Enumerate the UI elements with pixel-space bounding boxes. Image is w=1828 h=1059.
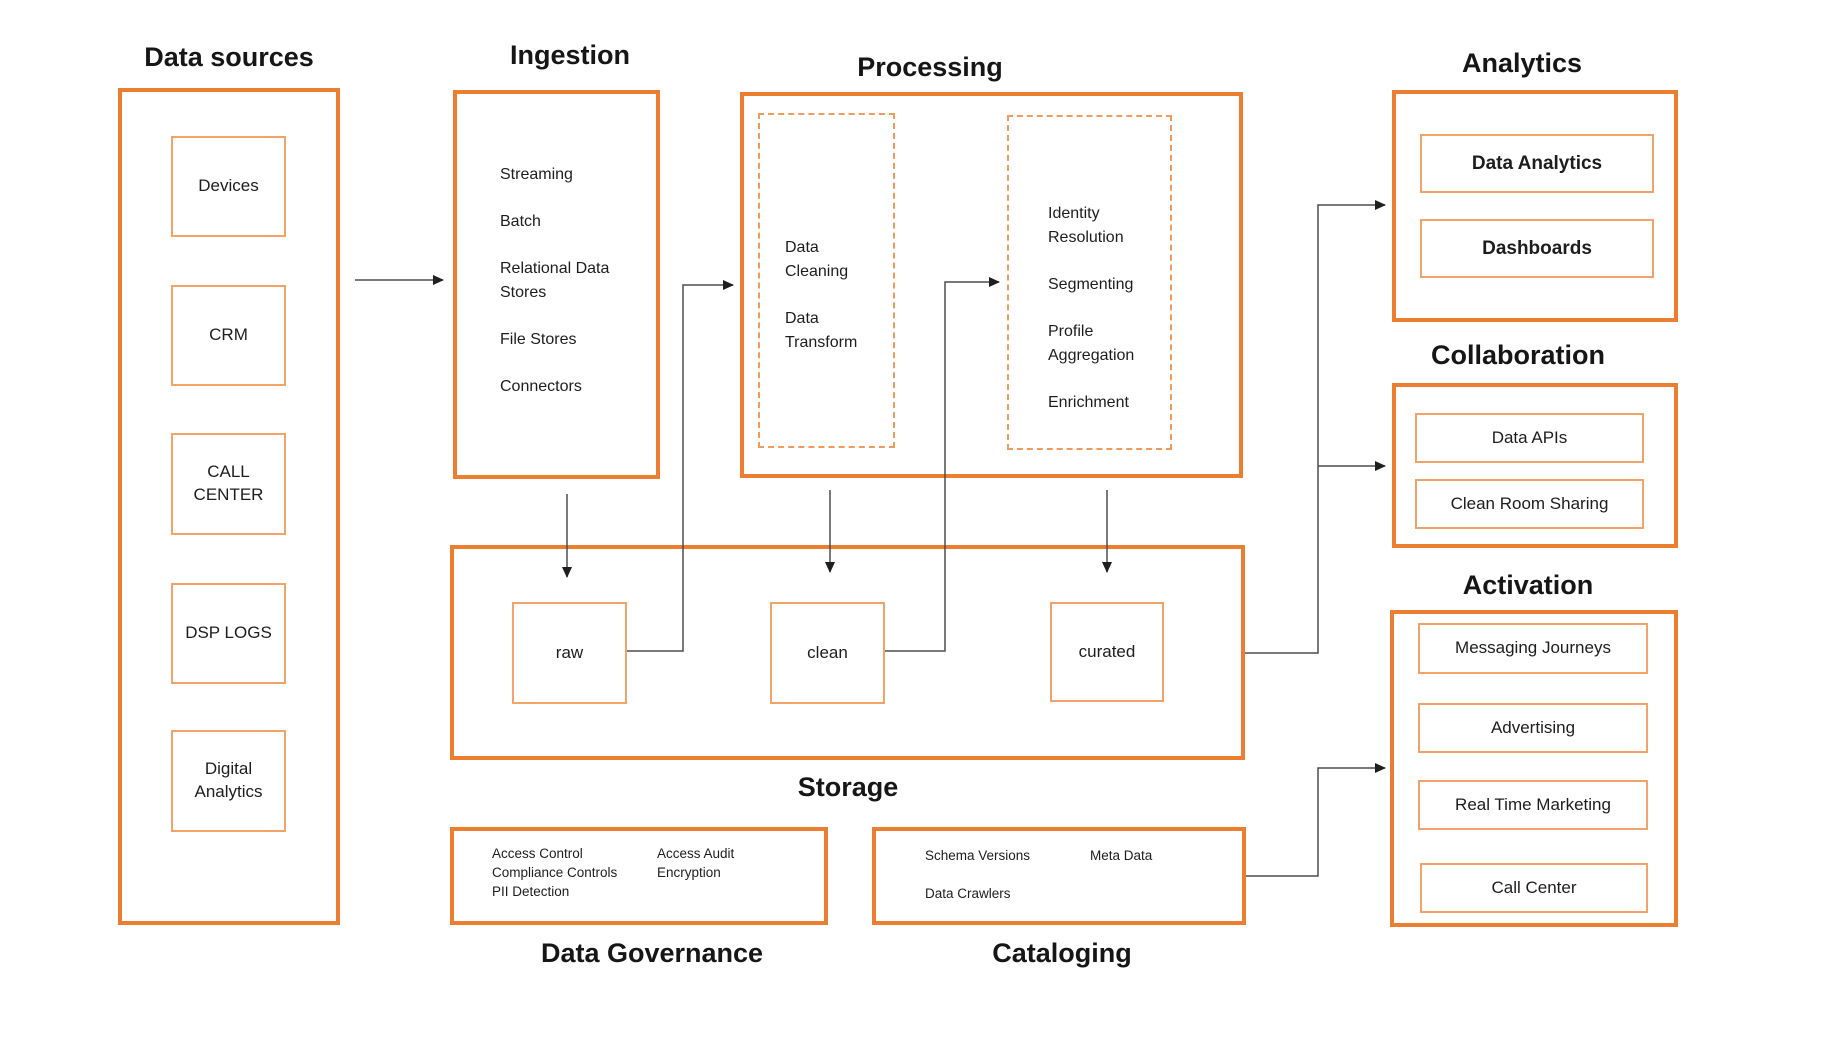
- section-title-collaboration: Collaboration: [1431, 340, 1605, 370]
- processing-cleaning-transform-group: [758, 113, 895, 448]
- data-sources-item-digital-analytics: Digital Analytics: [171, 730, 286, 832]
- processing-item-data-transform: Data Transform: [785, 310, 858, 351]
- arrow-cataloging-to-activation: [1246, 763, 1386, 877]
- data-governance-box: [450, 827, 828, 925]
- arrow-storage-to-analytics: [1245, 200, 1386, 654]
- section-title-activation: Activation: [1462, 570, 1594, 600]
- activation-item-advertising: Advertising: [1418, 703, 1648, 753]
- ingestion-item-connectors: Connectors: [500, 378, 582, 395]
- data-sources-item-call-center: CALL CENTER: [171, 433, 286, 535]
- governance-item-encryption: Encryption: [657, 865, 721, 880]
- ingestion-item-list: Streaming Batch Relational Data Stores F…: [500, 163, 622, 399]
- collaboration-item-data-apis: Data APIs: [1415, 413, 1644, 463]
- collaboration-box: [1392, 383, 1678, 548]
- ingestion-item-batch: Batch: [500, 213, 541, 230]
- data-sources-item-dsp-logs: DSP LOGS: [171, 583, 286, 684]
- governance-item-access-control: Access Control: [492, 846, 583, 861]
- activation-item-call-center: Call Center: [1420, 863, 1648, 913]
- storage-box: [450, 545, 1245, 760]
- governance-item-access-audit: Access Audit: [657, 846, 735, 861]
- section-title-storage: Storage: [797, 772, 899, 802]
- data-sources-item-devices: Devices: [171, 136, 286, 237]
- data-sources-item-crm: CRM: [171, 285, 286, 386]
- activation-item-messaging-journeys: Messaging Journeys: [1418, 623, 1648, 674]
- cataloging-item-meta-data: Meta Data: [1090, 848, 1153, 863]
- processing-group2-list: Identity Resolution Segmenting Profile A…: [1048, 202, 1160, 415]
- governance-item-pii-detection: PII Detection: [492, 884, 570, 899]
- data-sources-box: [118, 88, 340, 925]
- cataloging-item-data-crawlers: Data Crawlers: [925, 886, 1011, 901]
- ingestion-item-streaming: Streaming: [500, 166, 573, 183]
- governance-item-compliance-controls: Compliance Controls: [492, 865, 618, 880]
- activation-box: [1390, 610, 1678, 927]
- storage-item-clean: clean: [770, 602, 885, 704]
- cataloging-box: [872, 827, 1246, 925]
- storage-item-curated: curated: [1050, 602, 1164, 702]
- section-title-processing: Processing: [857, 52, 1003, 82]
- processing-item-enrichment: Enrichment: [1048, 394, 1129, 411]
- processing-identity-group: [1007, 115, 1172, 450]
- section-title-data-governance: Data Governance: [540, 938, 764, 968]
- collaboration-item-clean-room-sharing: Clean Room Sharing: [1415, 479, 1644, 529]
- analytics-item-dashboards: Dashboards: [1420, 219, 1654, 278]
- processing-item-segmenting: Segmenting: [1048, 276, 1134, 293]
- activation-item-real-time-marketing: Real Time Marketing: [1418, 780, 1648, 830]
- processing-item-identity-resolution: Identity Resolution: [1048, 205, 1124, 246]
- cataloging-item-schema-versions: Schema Versions: [925, 848, 1031, 863]
- analytics-box: [1392, 90, 1678, 322]
- processing-group1-list: Data Cleaning Data Transform: [785, 236, 885, 355]
- ingestion-item-relational-data-stores: Relational Data Stores: [500, 260, 610, 301]
- analytics-item-data-analytics: Data Analytics: [1420, 134, 1654, 193]
- section-title-data-sources: Data sources: [144, 42, 314, 72]
- ingestion-item-file-stores: File Stores: [500, 331, 577, 348]
- section-title-cataloging: Cataloging: [992, 938, 1132, 968]
- processing-item-data-cleaning: Data Cleaning: [785, 239, 849, 280]
- section-title-analytics: Analytics: [1461, 48, 1583, 78]
- section-title-ingestion: Ingestion: [510, 40, 630, 70]
- storage-item-raw: raw: [512, 602, 627, 704]
- processing-item-profile-aggregation: Profile Aggregation: [1048, 323, 1135, 364]
